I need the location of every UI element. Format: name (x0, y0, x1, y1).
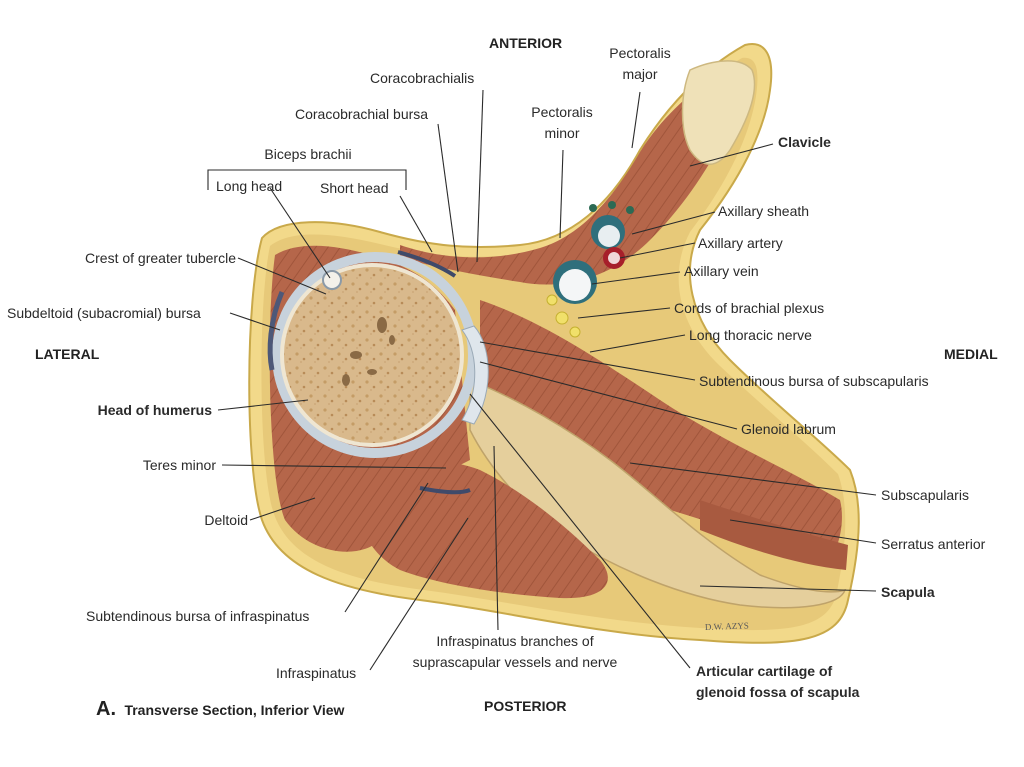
label-articular-cartilage-1: Articular cartilage of (696, 663, 833, 679)
label-subdeltoid-bursa: Subdeltoid (subacromial) bursa (7, 305, 201, 321)
serratus-muscle (700, 500, 848, 570)
label-subtendinous-bursa-subscapularis: Subtendinous bursa of subscapularis (699, 373, 929, 389)
label-biceps-brachii: Biceps brachii (264, 146, 352, 162)
leader-lines (217, 89, 877, 671)
label-infraspinatus-branches-2: suprascapular vessels and nerve (412, 654, 618, 670)
label-coracobrachial-bursa: Coracobrachial bursa (295, 106, 429, 122)
label-cords-of-brachial-plexus: Cords of brachial plexus (674, 300, 825, 316)
label-pectoralis-minor-2: minor (544, 125, 580, 141)
label-axillary-vein: Axillary vein (684, 263, 759, 279)
label-infraspinatus: Infraspinatus (276, 665, 357, 681)
subdeltoid-bursa (267, 291, 285, 371)
label-axillary-artery: Axillary artery (698, 235, 783, 251)
orientation-medial: MEDIAL (944, 346, 998, 362)
label-head-of-humerus: Head of humerus (97, 402, 212, 418)
coracobrachial-bursa (397, 250, 457, 278)
label-long-thoracic-nerve: Long thoracic nerve (689, 327, 812, 343)
orientation-anterior: ANTERIOR (489, 35, 563, 51)
head-of-humerus (280, 263, 464, 447)
pectoralis-muscles (400, 62, 743, 285)
label-subscapularis: Subscapularis (881, 487, 969, 503)
label-serratus-anterior: Serratus anterior (881, 536, 986, 552)
label-glenoid-labrum: Glenoid labrum (741, 421, 836, 437)
orientation-lateral: LATERAL (35, 346, 100, 362)
label-pectoralis-major-1: Pectoralis (609, 45, 671, 61)
subscapularis-muscle (480, 300, 842, 560)
label-teres-minor: Teres minor (142, 457, 216, 473)
label-scapula: Scapula (881, 584, 935, 600)
orientation-posterior: POSTERIOR (484, 698, 567, 714)
label-short-head: Short head (320, 180, 389, 196)
caption-text: Transverse Section, Inferior View (124, 702, 345, 718)
label-clavicle: Clavicle (778, 134, 831, 150)
biceps-long-head-tendon (322, 270, 342, 290)
label-subtendinous-bursa-infraspinatus: Subtendinous bursa of infraspinatus (86, 608, 310, 624)
label-long-head: Long head (216, 178, 283, 194)
glenoid-cartilage (461, 325, 489, 425)
artist-signature: D.W. AZYS (705, 620, 749, 632)
label-axillary-sheath: Axillary sheath (718, 203, 810, 219)
label-articular-cartilage-2: glenoid fossa of scapula (696, 684, 860, 700)
figure-caption: A. Transverse Section, Inferior View (96, 698, 344, 721)
label-coracobrachialis: Coracobrachialis (370, 70, 475, 86)
label-pectoralis-minor-1: Pectoralis (531, 104, 593, 120)
label-deltoid: Deltoid (204, 512, 248, 528)
clavicle-bone (681, 60, 756, 165)
caption-letter: A. (96, 698, 116, 720)
label-pectoralis-major-2: major (622, 66, 658, 82)
label-infraspinatus-branches-1: Infraspinatus branches of (436, 633, 594, 649)
label-crest-of-greater-tubercle: Crest of greater tubercle (85, 250, 236, 266)
